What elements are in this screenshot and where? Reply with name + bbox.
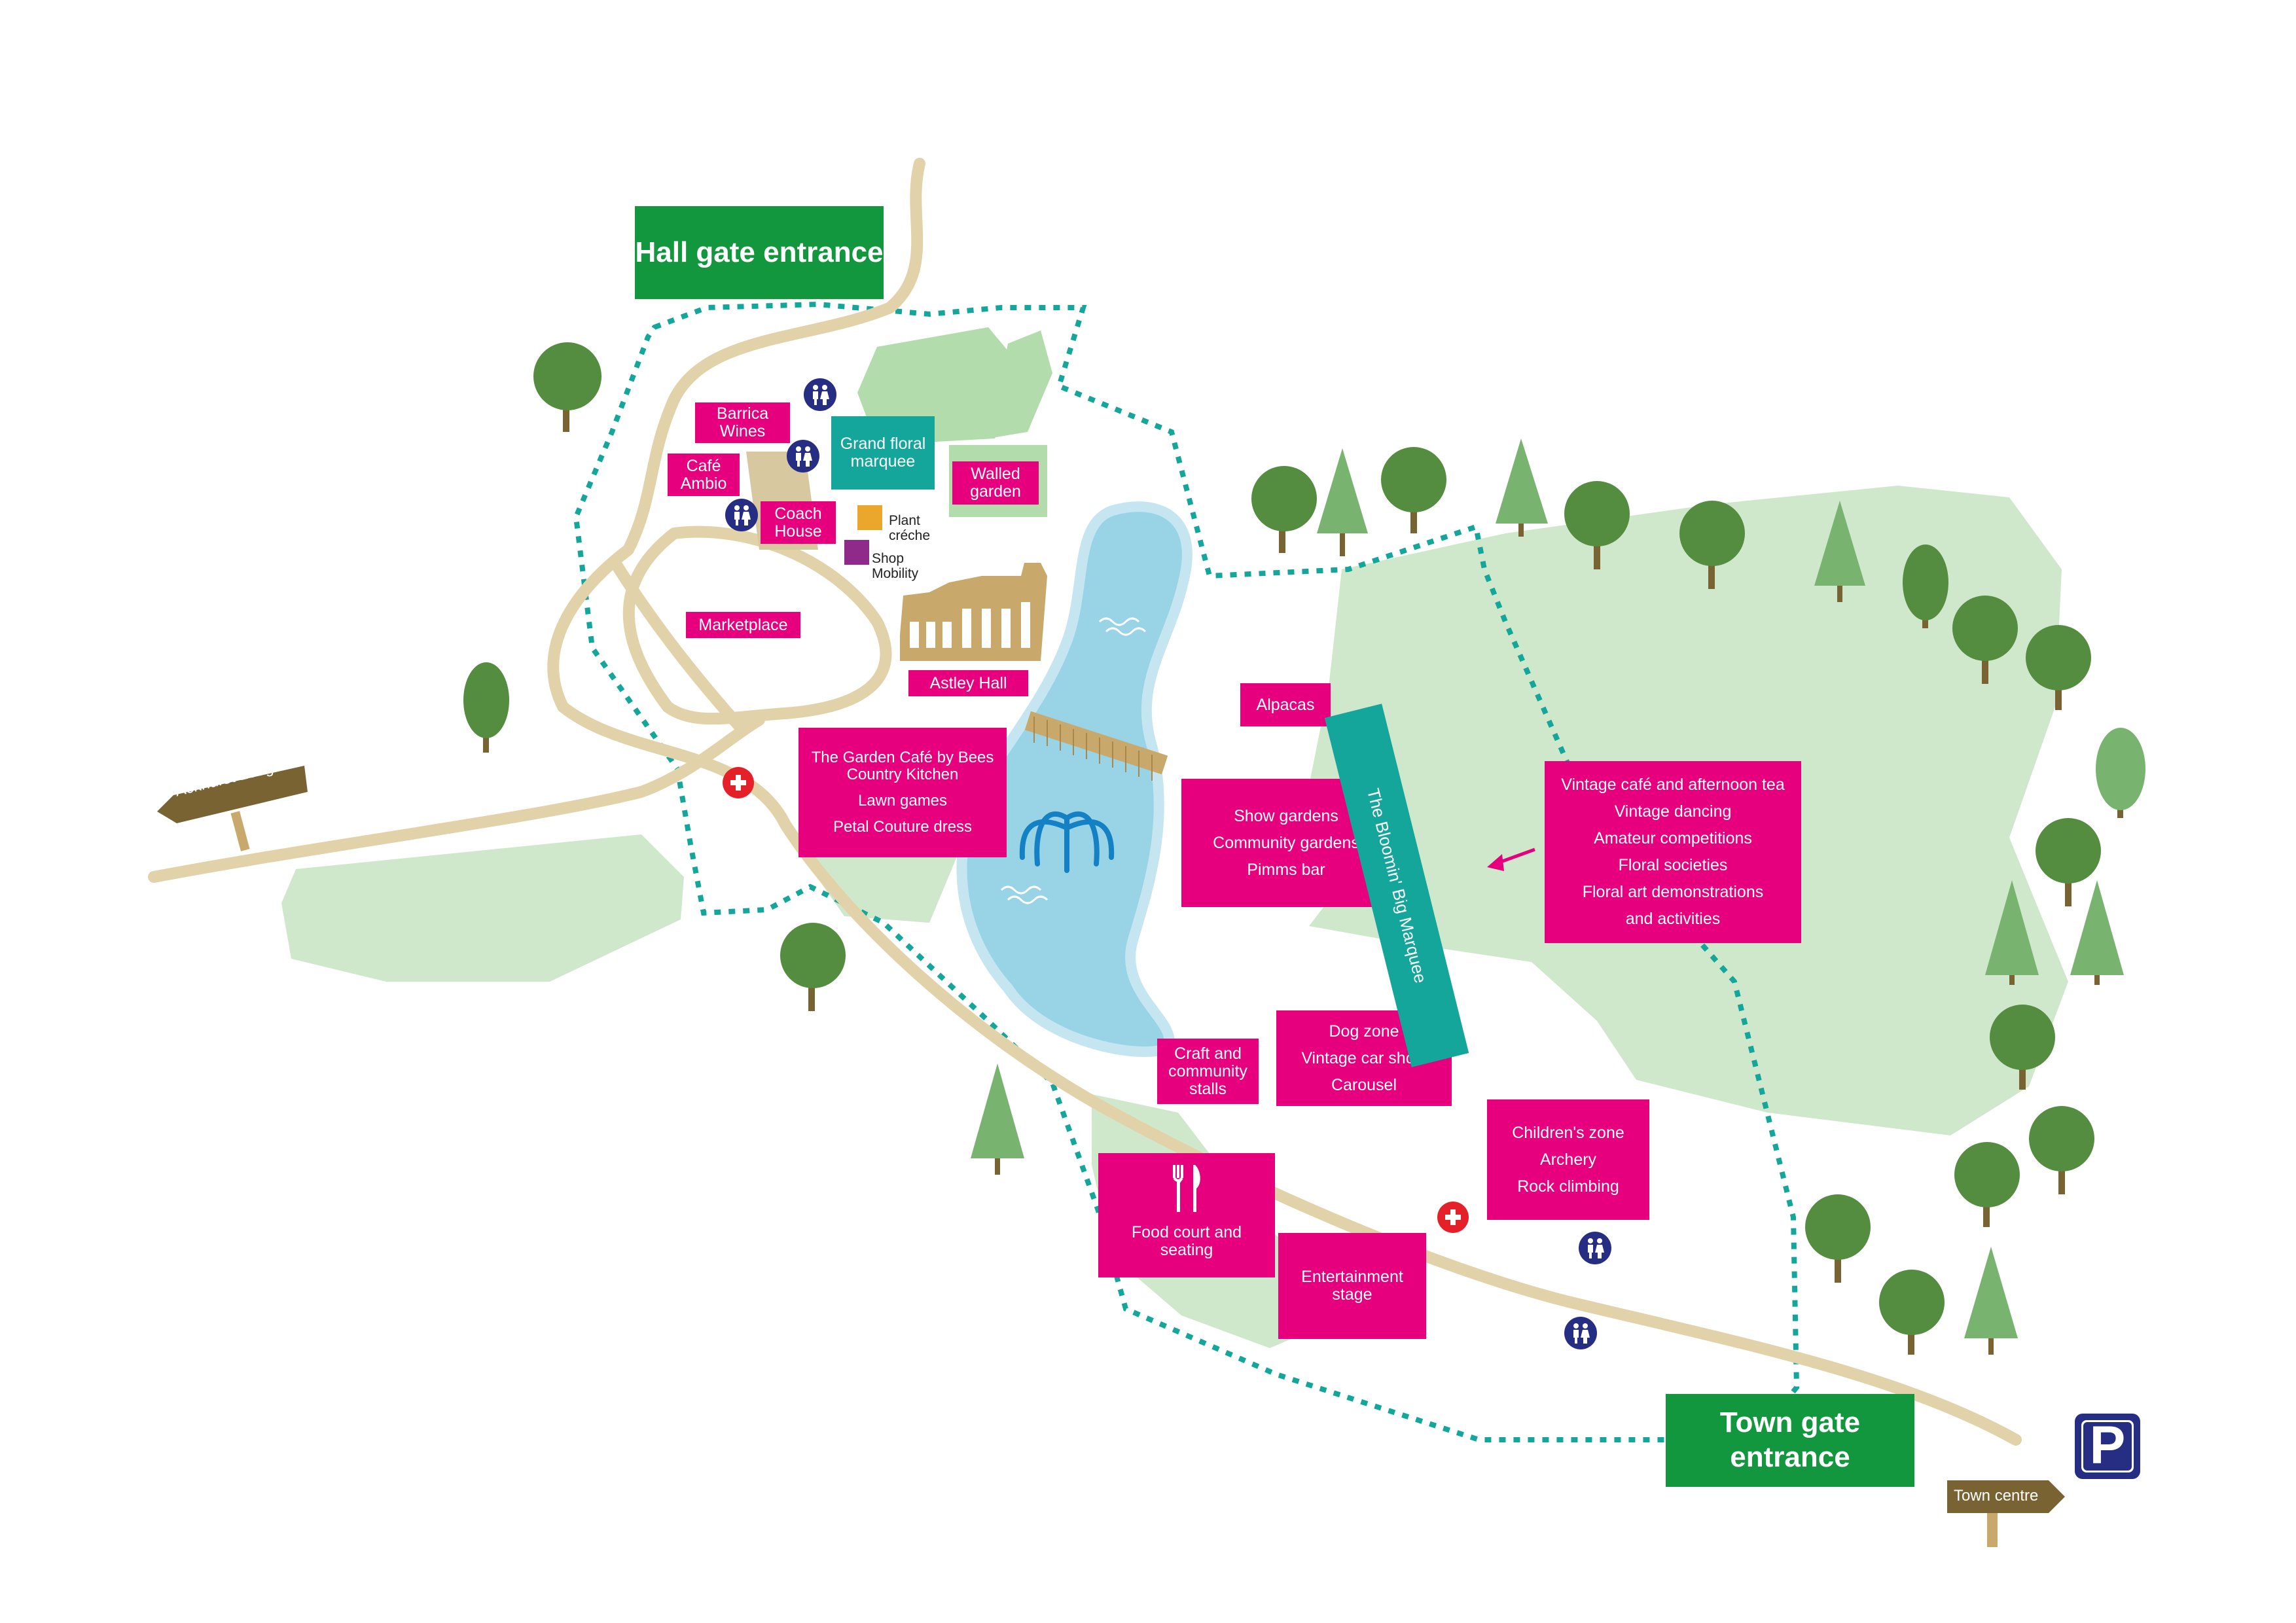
- cafe-ambio-label[interactable]: Café Ambio: [668, 454, 740, 496]
- walled-garden-lawn: [988, 330, 1052, 438]
- alpacas-label[interactable]: Alpacas: [1240, 683, 1331, 726]
- path-west: [148, 714, 765, 883]
- trees-oval: [463, 544, 2145, 818]
- path-branch: [609, 557, 745, 732]
- archery-label: Archery: [1539, 1150, 1597, 1169]
- garden-cafe-group[interactable]: The Garden Café by Bees Country Kitchen …: [798, 728, 1007, 857]
- plant-creche-label: Plant créche: [889, 513, 931, 544]
- shop-mobility-label: Shop Mobility: [872, 551, 919, 582]
- vintage-cafe-label: Vintage café and afternoon tea: [1561, 776, 1785, 794]
- garden-cafe-label: The Garden Café by Bees Country Kitchen: [811, 749, 994, 784]
- first-aid-icon[interactable]: [1437, 1202, 1469, 1233]
- barrica-wines-label[interactable]: Barrica Wines: [695, 402, 790, 443]
- plant-creche-marker: [857, 505, 882, 530]
- childrens-zone-group[interactable]: Children's zone Archery Rock climbing: [1487, 1099, 1649, 1220]
- svg-text:P: P: [2090, 1416, 2126, 1475]
- cutlery-icon: [1173, 1165, 1200, 1212]
- ackhurst-signpost: [157, 766, 308, 851]
- toilet-icon[interactable]: [787, 440, 819, 473]
- grand-floral-marquee-label[interactable]: Grand floral marquee: [831, 416, 935, 490]
- town-centre-signpost: [1947, 1480, 2065, 1547]
- rock-climbing-label: Rock climbing: [1517, 1177, 1619, 1196]
- hall-gate-entrance[interactable]: Hall gate entrance: [635, 206, 884, 299]
- community-gardens-label: Community gardens: [1213, 833, 1359, 852]
- dog-zone-label: Dog zone: [1329, 1022, 1399, 1041]
- carousel-label: Carousel: [1331, 1075, 1397, 1094]
- parking-icon: P: [2075, 1414, 2140, 1479]
- site-boundary: [573, 301, 1800, 1442]
- marketplace-label[interactable]: Marketplace: [686, 612, 800, 638]
- and-activities-label: and activities: [1625, 910, 1721, 928]
- town-gate-entrance[interactable]: Town gate entrance: [1666, 1394, 1914, 1487]
- show-gardens-label: Show gardens: [1234, 806, 1338, 825]
- floral-art-label: Floral art demonstrations: [1582, 883, 1764, 901]
- coach-house-label[interactable]: Coach House: [761, 501, 836, 544]
- lawn-games-label: Lawn games: [857, 792, 948, 810]
- toilet-icon[interactable]: [1579, 1232, 1611, 1264]
- water-ripples: [1000, 617, 1147, 904]
- petal-couture-label: Petal Couture dress: [833, 817, 973, 836]
- vintage-car-show-label: Vintage car show: [1301, 1048, 1427, 1067]
- grand-floral-lawn: [857, 327, 1021, 445]
- lawn-west: [281, 834, 684, 982]
- trees-round: [533, 342, 2101, 1355]
- floral-societies-label: Floral societies: [1618, 856, 1728, 874]
- astley-hall-label[interactable]: Astley Hall: [908, 670, 1028, 696]
- marquee-arrow: [1498, 847, 1535, 865]
- pimms-bar-label: Pimms bar: [1247, 860, 1325, 879]
- trees-pine: [971, 438, 2124, 1355]
- amateur-competitions-label: Amateur competitions: [1594, 829, 1752, 847]
- fountain-icon: [1019, 812, 1115, 873]
- path-loop: [622, 526, 892, 725]
- toilet-icon[interactable]: [1564, 1317, 1597, 1349]
- childrens-zone-label: Children's zone: [1512, 1123, 1624, 1142]
- town-centre-sign: Town centre: [1954, 1487, 2039, 1505]
- shop-mobility-marker: [844, 540, 869, 565]
- walled-garden-label[interactable]: Walled garden: [952, 461, 1039, 505]
- first-aid-icon[interactable]: [723, 767, 754, 798]
- craft-stalls-label[interactable]: Craft and community stalls: [1157, 1039, 1259, 1104]
- vintage-group[interactable]: Vintage café and afternoon tea Vintage d…: [1545, 761, 1801, 943]
- toilet-icon[interactable]: [804, 378, 836, 411]
- food-court-label[interactable]: Food court and seating: [1098, 1153, 1275, 1277]
- astley-hall-building: [900, 563, 1047, 661]
- toilet-icon[interactable]: [725, 499, 758, 531]
- entertainment-stage-label[interactable]: Entertainment stage: [1278, 1233, 1426, 1339]
- bridge: [1024, 711, 1168, 781]
- vintage-dancing-label: Vintage dancing: [1614, 802, 1732, 821]
